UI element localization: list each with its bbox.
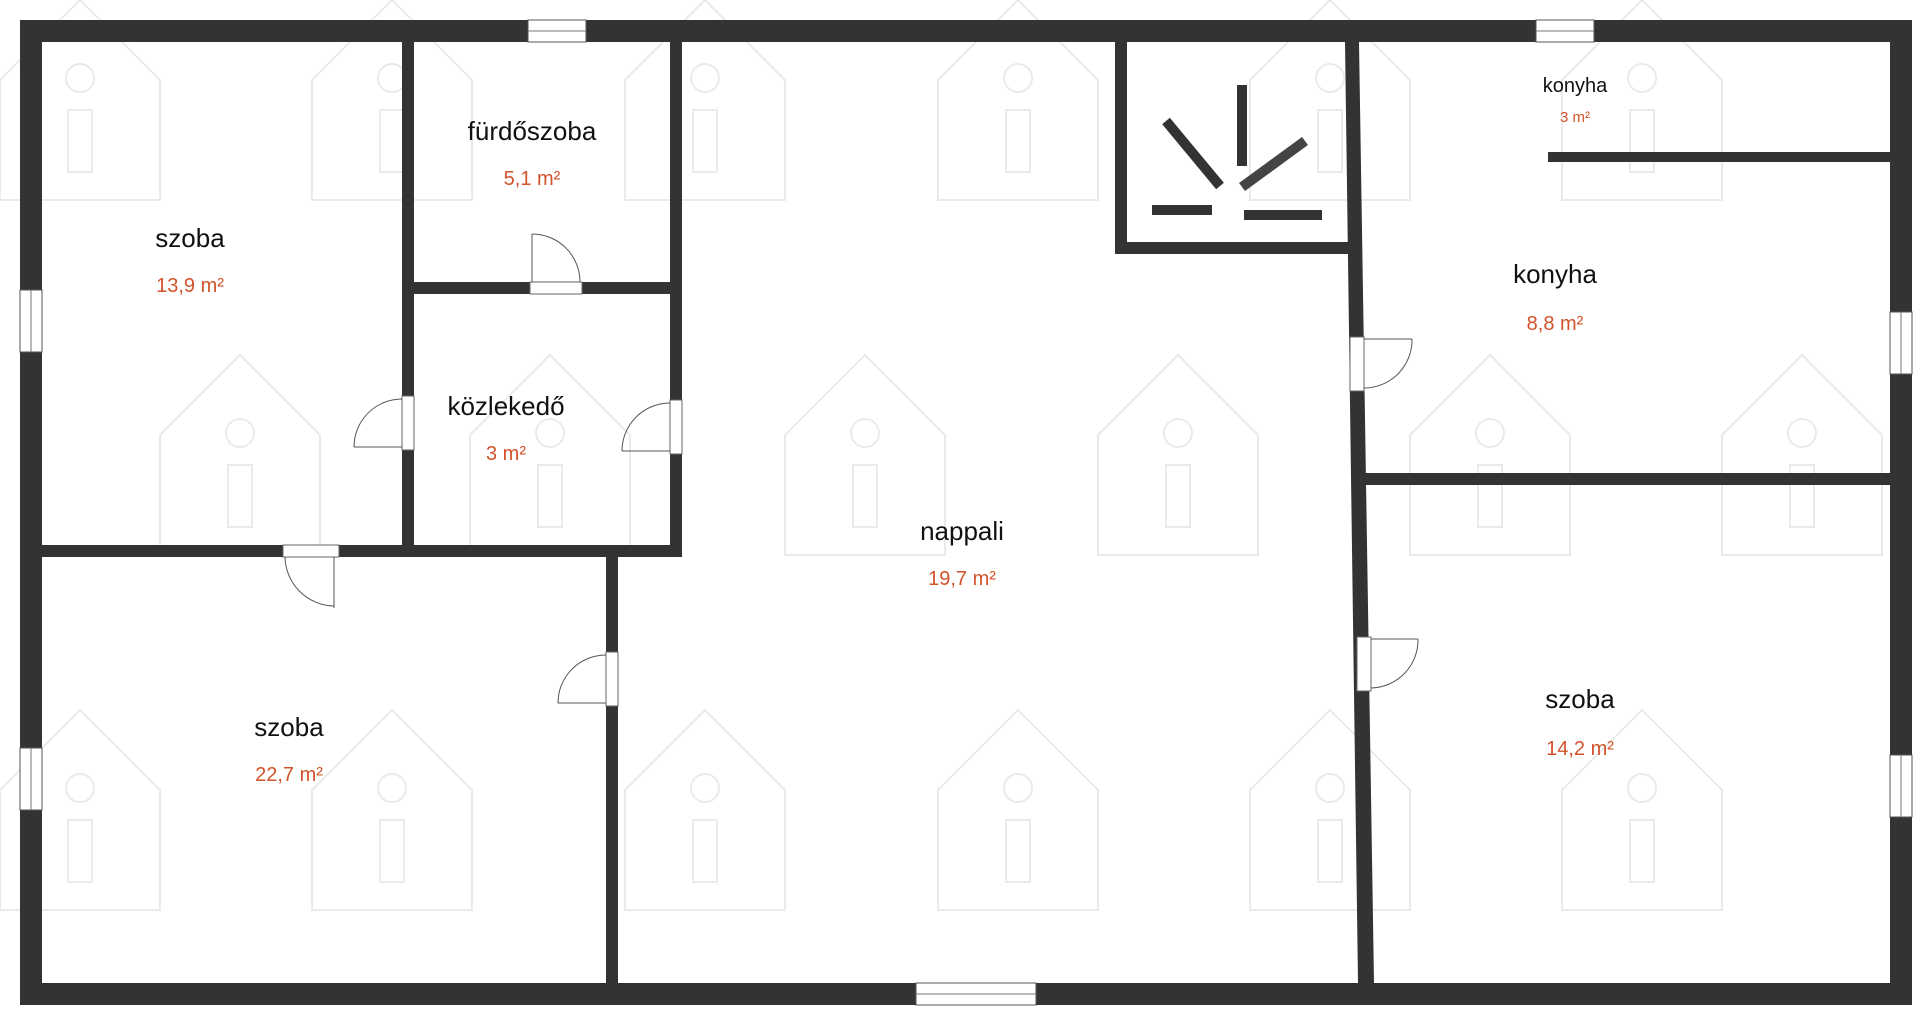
window-left-upper <box>19 289 43 353</box>
house-info-icon <box>784 353 946 556</box>
wall-stair-bottom <box>1115 242 1350 254</box>
house-info-icon <box>624 0 786 201</box>
house-info-icon <box>1249 708 1411 911</box>
house-info-icon <box>159 353 321 556</box>
outer-wall-right <box>1890 20 1912 1005</box>
house-info-icon <box>469 353 631 556</box>
door-bedroom1 <box>353 395 415 451</box>
wall-kitchenette <box>1548 152 1890 162</box>
house-info-icon <box>937 0 1099 201</box>
room-name-konyha: konyha <box>1513 259 1597 289</box>
wall-bedroom2-living <box>606 557 618 983</box>
door-corridor-living <box>621 399 683 455</box>
house-info-icon <box>0 708 161 911</box>
house-info-icon <box>0 0 161 201</box>
door-bath <box>529 233 583 295</box>
house-info-icon <box>937 708 1099 911</box>
room-name-szoba-bottom-left: szoba <box>254 712 324 742</box>
watermark-layer <box>0 0 1883 911</box>
room-labels: szoba 13,9 m² fürdőszoba 5,1 m² közleked… <box>155 75 1615 786</box>
house-info-icon <box>624 708 786 911</box>
room-name-szoba-right: szoba <box>1545 684 1615 714</box>
room-area-kozlekedo: 3 m² <box>486 443 526 465</box>
wall-kitchen-bedroom <box>1358 473 1890 485</box>
outer-wall-top <box>20 20 1912 42</box>
house-info-icon <box>1561 0 1723 201</box>
window-left-lower <box>19 747 43 811</box>
room-area-szoba-top-left: 13,9 m² <box>156 275 224 297</box>
windows <box>19 19 1913 1006</box>
house-info-icon <box>311 708 473 911</box>
outer-wall-left <box>20 20 42 1005</box>
room-area-szoba-right: 14,2 m² <box>1546 738 1614 760</box>
house-info-icon <box>1097 353 1259 556</box>
room-area-furdoszoba: 5,1 m² <box>504 168 561 190</box>
room-name-szoba-top-left: szoba <box>155 223 225 253</box>
window-top-left <box>527 19 587 43</box>
window-top-right <box>1535 19 1595 43</box>
room-name-nappali: nappali <box>920 516 1004 546</box>
stair-symbol-icon <box>1152 85 1322 220</box>
room-area-konyha: 8,8 m² <box>1527 313 1584 335</box>
door-kitchen <box>1349 336 1413 392</box>
door-bedroom2-living <box>557 651 619 707</box>
wall-bedroom-bath <box>402 42 414 552</box>
house-info-icon <box>1721 353 1883 556</box>
room-area-nappali: 19,7 m² <box>928 568 996 590</box>
window-bottom <box>915 982 1037 1006</box>
wall-bath-living <box>670 42 682 554</box>
wall-bedrooms <box>42 545 682 557</box>
house-info-icon <box>1561 708 1723 911</box>
door-bedroom2 <box>282 544 340 608</box>
wall-stair-left <box>1115 42 1127 252</box>
doors <box>282 233 1419 707</box>
room-name-furdoszoba: fürdőszoba <box>468 116 597 146</box>
window-right-upper <box>1889 311 1913 375</box>
house-info-icon <box>1409 353 1571 556</box>
door-bedroom3 <box>1356 636 1419 692</box>
room-area-szoba-bottom-left: 22,7 m² <box>255 764 323 786</box>
room-name-konyha-small: konyha <box>1543 75 1608 97</box>
window-right-lower <box>1889 754 1913 818</box>
room-name-kozlekedo: közlekedő <box>447 391 564 421</box>
walls <box>20 20 1912 1005</box>
room-area-konyha-small: 3 m² <box>1560 109 1590 126</box>
wall-living-kitchen <box>1345 42 1374 983</box>
